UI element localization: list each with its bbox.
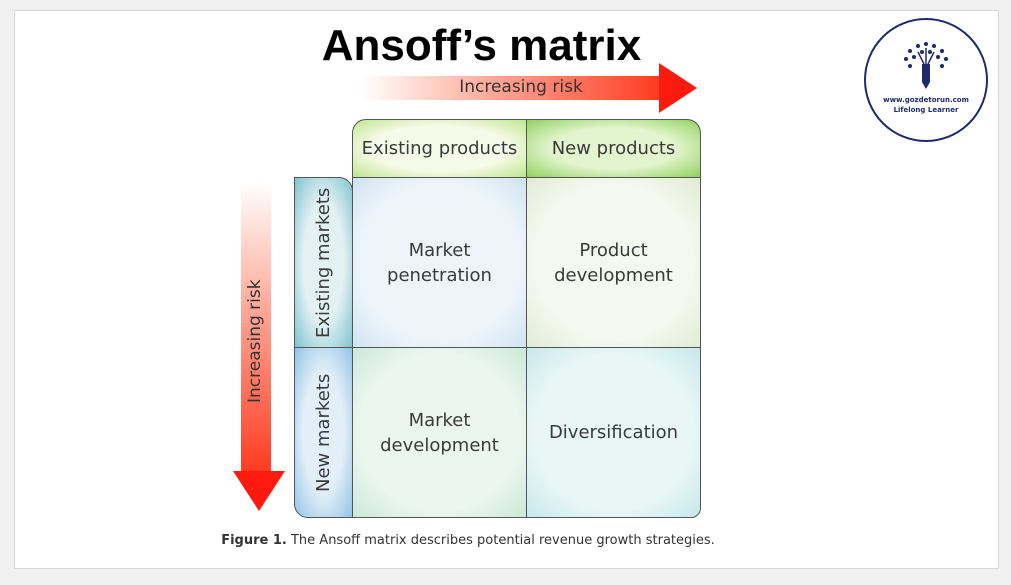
cell-product-development: Product development <box>526 177 701 348</box>
caption-label: Figure 1. <box>221 533 287 548</box>
logo: www.gozdetorun.com Lifelong Learner <box>864 18 988 142</box>
vertical-risk-label: Increasing risk <box>245 279 265 403</box>
row-header-new-markets: New markets <box>294 347 353 518</box>
row-header-existing-markets: Existing markets <box>294 177 353 348</box>
horizontal-risk-arrow: Increasing risk <box>361 63 701 113</box>
logo-tagline: Lifelong Learner <box>893 106 959 114</box>
pencil-tree-icon <box>904 42 948 89</box>
cell-market-penetration: Market penetration <box>352 177 527 348</box>
figure-caption: Figure 1. The Ansoff matrix describes po… <box>15 533 921 548</box>
column-header-new-products: New products <box>526 119 701 178</box>
cell-market-development: Market development <box>352 347 527 518</box>
page-title: Ansoff’s matrix <box>321 21 642 70</box>
horizontal-risk-label: Increasing risk <box>459 77 583 97</box>
column-header-existing-products: Existing products <box>352 119 527 178</box>
logo-url: www.gozdetorun.com <box>883 96 969 104</box>
caption-text: The Ansoff matrix describes potential re… <box>286 533 715 548</box>
slide: Ansoff’s matrix Increasing risk Increasi… <box>14 10 999 569</box>
cell-diversification: Diversification <box>526 347 701 518</box>
vertical-risk-arrow: Increasing risk <box>233 181 285 511</box>
